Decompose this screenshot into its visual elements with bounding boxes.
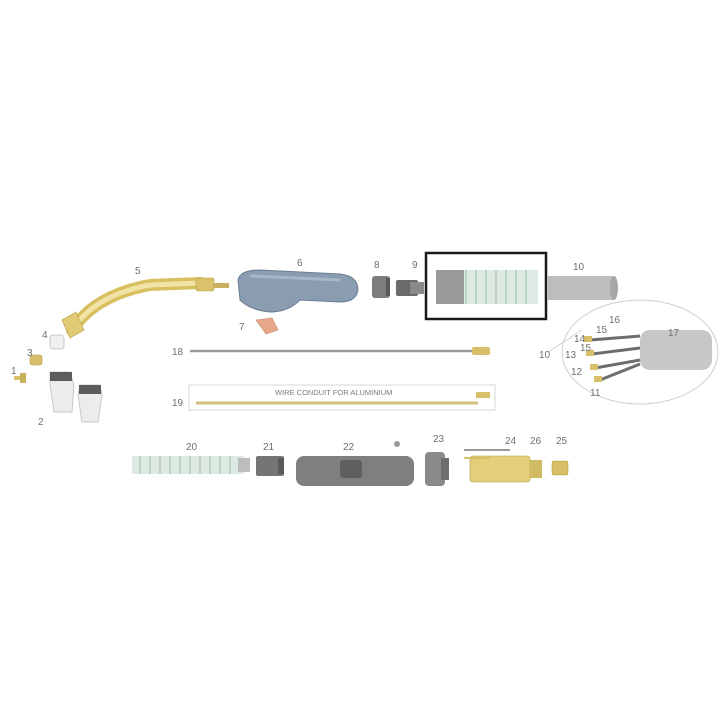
part-wire-conduit <box>190 347 490 355</box>
part-ring-nut <box>372 276 390 298</box>
label-18: 18 <box>172 347 184 358</box>
label-10: 10 <box>573 262 585 273</box>
label-21: 21 <box>263 442 275 453</box>
part-nozzles <box>49 371 103 423</box>
cable-detail-callout <box>547 299 719 405</box>
label-12: 12 <box>571 367 583 378</box>
label-24: 24 <box>505 436 517 447</box>
label-14: 14 <box>574 334 586 345</box>
part-spring-holder <box>396 280 424 296</box>
label-10-detail: 10 <box>539 350 551 361</box>
part-contact-tip <box>14 373 26 383</box>
label-20: 20 <box>186 442 198 453</box>
part-aluminium-conduit <box>188 384 496 411</box>
label-2: 2 <box>38 417 44 428</box>
part-central-connector <box>464 449 569 483</box>
part-back-spring <box>132 456 250 474</box>
part-handle-grip <box>237 269 359 313</box>
label-9: 9 <box>412 260 418 271</box>
label-5: 5 <box>135 266 141 277</box>
part-tip-adapter <box>29 354 43 366</box>
part-cable-support <box>256 456 284 476</box>
label-11: 11 <box>590 388 601 399</box>
caption-aluminium-conduit: WIRE CONDUIT FOR ALUMINIUM <box>275 388 392 397</box>
label-16: 16 <box>609 315 621 326</box>
part-swan-neck <box>61 277 229 339</box>
label-4: 4 <box>42 330 48 341</box>
label-1: 1 <box>11 366 17 377</box>
label-15-top: 15 <box>596 325 608 336</box>
highlight-box <box>424 251 548 321</box>
label-6: 6 <box>297 258 303 269</box>
label-7: 7 <box>239 322 245 333</box>
label-17: 17 <box>668 328 680 339</box>
part-ring-nut-rear <box>425 452 449 486</box>
part-gas-diffuser <box>49 334 65 350</box>
part-spring <box>436 270 538 304</box>
label-13: 13 <box>565 350 577 361</box>
part-trigger <box>255 317 279 335</box>
label-8: 8 <box>374 260 380 271</box>
label-26: 26 <box>530 436 542 447</box>
part-back-handle <box>296 441 414 486</box>
label-23: 23 <box>433 434 445 445</box>
label-25: 25 <box>556 436 568 447</box>
label-3: 3 <box>27 348 33 359</box>
label-15: 15 <box>580 343 592 354</box>
label-19: 19 <box>172 398 184 409</box>
label-22: 22 <box>343 442 355 453</box>
part-cable <box>548 276 618 300</box>
part-labels: 1 2 3 4 5 6 7 8 9 10 10 11 12 13 14 15 1… <box>11 258 680 453</box>
